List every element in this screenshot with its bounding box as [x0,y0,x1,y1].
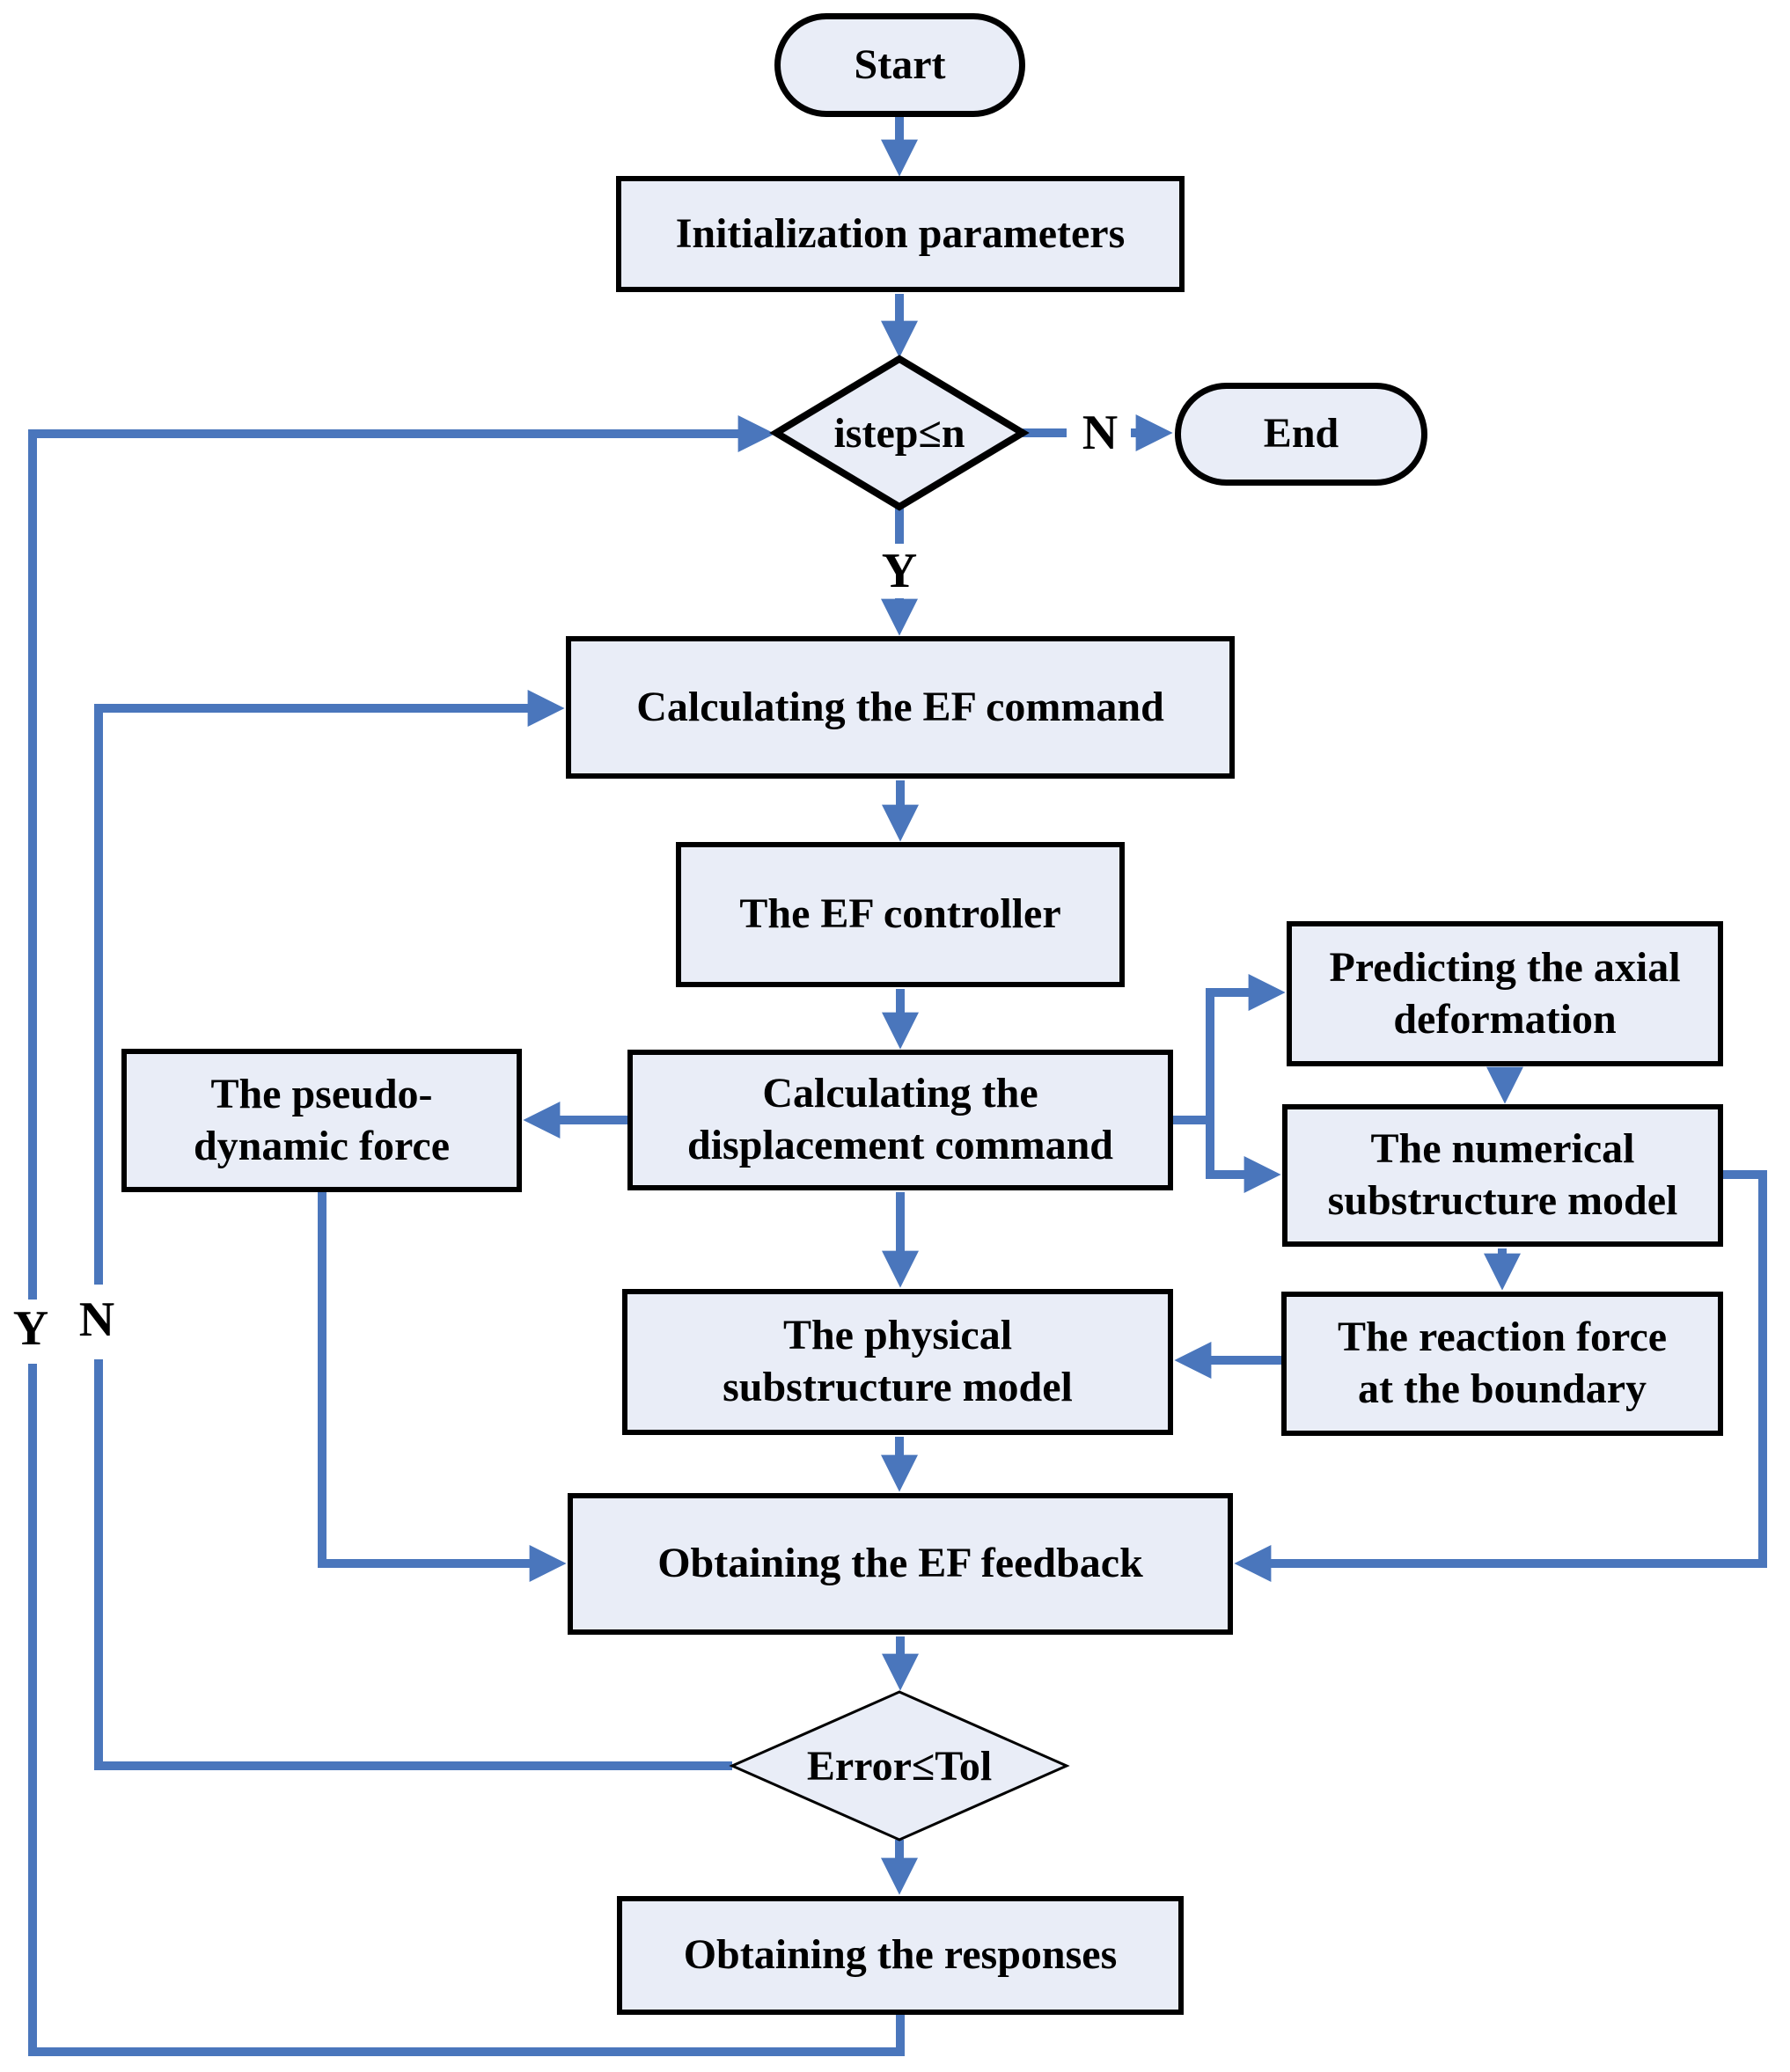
decision-error-label: Error≤Tol [806,1742,993,1790]
node-physical-substructure-model: The physical substructure model [622,1289,1173,1435]
arrow-loop-responses-segment [28,1364,905,2056]
arrow-loop-responses-to-istep [28,415,775,1300]
arrow-pseudo-to-feedback [318,1192,567,1582]
arrow-disp-to-numerical [1206,1120,1281,1193]
decision-istep-label: istep≤n [833,409,965,457]
arrow-error-no-to-calc-ef [94,690,565,1285]
node-reaction-force-boundary: The reaction force at the boundary [1281,1292,1723,1436]
node-end: End [1175,383,1427,486]
arrow-disp-to-predict [1173,974,1286,1124]
node-obtaining-ef-feedback: Obtaining the EF feedback [568,1493,1233,1635]
node-ef-controller: The EF controller [676,842,1125,987]
edge-label-istep-yes: Y [870,544,928,598]
node-obtaining-responses: Obtaining the responses [617,1896,1184,2015]
node-start: Start [774,13,1025,117]
decision-istep-shape [769,355,1030,511]
edge-label-istep-no: N [1071,406,1129,460]
node-calculating-displacement-command: Calculating the displacement command [627,1050,1173,1190]
arrow-error-no-segment [94,1359,732,1770]
node-numerical-substructure-model: The numerical substructure model [1282,1104,1723,1247]
node-calculating-ef-command: Calculating the EF command [566,636,1235,779]
decision-error-shape [729,1690,1070,1841]
node-pseudo-dynamic-force: The pseudo- dynamic force [121,1049,522,1192]
node-initialization-parameters: Initialization parameters [616,176,1185,292]
edge-label-error-no: N [68,1292,126,1347]
edge-label-loop-yes: Y [2,1301,60,1356]
node-predicting-axial-deformation: Predicting the axial deformation [1287,921,1723,1066]
arrow-numerical-to-feedback [1234,1170,1767,1582]
